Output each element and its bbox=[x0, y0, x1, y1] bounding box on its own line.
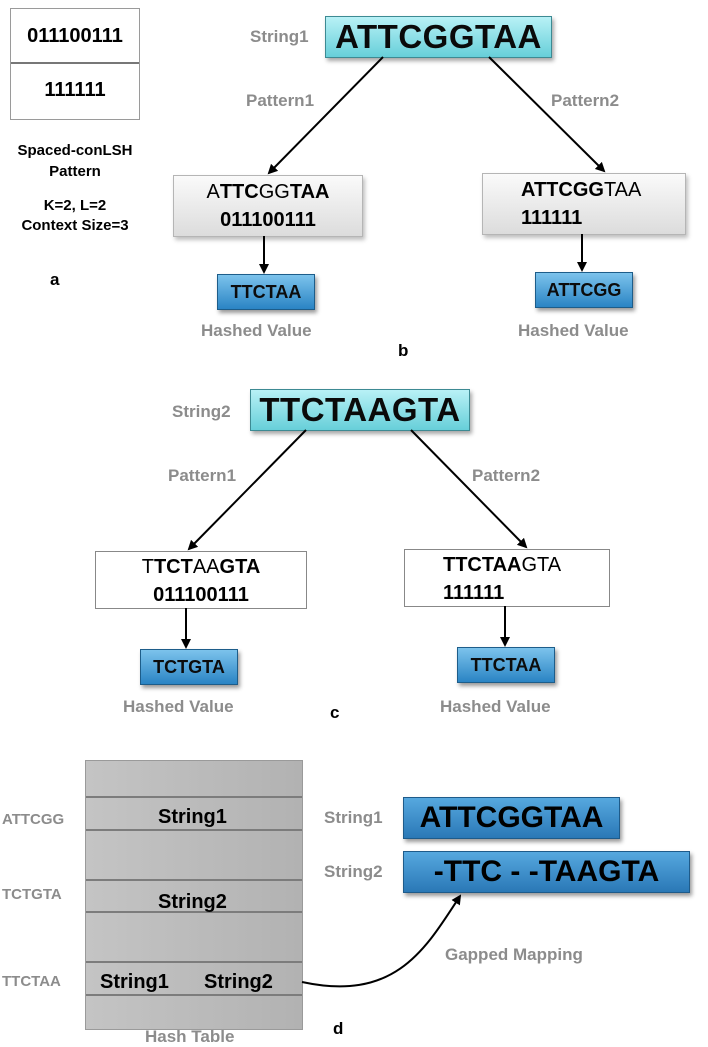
spaced-pattern-box: 011100111 111111 bbox=[10, 8, 140, 120]
panel-b-letter: b bbox=[398, 341, 409, 360]
hash-table-label: Hash Table bbox=[145, 1027, 235, 1046]
hash-key-label: TCTGTA bbox=[2, 886, 62, 903]
masked-bases: GTA bbox=[521, 554, 562, 576]
hash-key-label: ATTCGG bbox=[2, 811, 65, 828]
hashed-value-box-b-left: TTCTAA bbox=[217, 274, 315, 310]
aligned-string1-label: String1 bbox=[324, 808, 383, 827]
pattern1-label-c: Pattern1 bbox=[168, 466, 237, 485]
pattern-divider bbox=[11, 62, 139, 64]
pattern2-bits: 111111 bbox=[44, 79, 106, 101]
panel-d-letter: d bbox=[333, 1019, 344, 1038]
arrow-pattern1-c bbox=[187, 429, 307, 551]
pattern2-label-b: Pattern2 bbox=[551, 91, 620, 110]
pattern1-application-box-b: ATTCGGTAA 011100111 bbox=[173, 175, 363, 237]
params-line2: Context Size=3 bbox=[21, 217, 129, 234]
string2-label: String2 bbox=[172, 402, 231, 421]
selected-bases: TAA bbox=[289, 181, 330, 203]
hash-table-entry: String1 bbox=[158, 806, 227, 828]
aligned-string1-box: ATTCGGTAA bbox=[403, 797, 620, 839]
masked-bases: GG bbox=[258, 181, 290, 203]
hashed-value-label-c-right: Hashed Value bbox=[440, 697, 551, 716]
hashed-value-label-b-right: Hashed Value bbox=[518, 321, 629, 340]
hashed-value-box-b-right: ATTCGG bbox=[535, 272, 633, 308]
pattern-bits: 111111 bbox=[443, 582, 505, 604]
arrow-pattern2-b bbox=[488, 56, 606, 173]
masked-bases: T bbox=[141, 556, 154, 578]
hashed-value-box-c-left: TCTGTA bbox=[140, 649, 238, 685]
hashed-value-box-c-right: TTCTAA bbox=[457, 647, 555, 683]
hash-table: String1 String2 String1 String2 bbox=[85, 760, 303, 1030]
pattern1-label-b: Pattern1 bbox=[246, 91, 315, 110]
masked-bases: TAA bbox=[603, 179, 642, 201]
pattern1-application-box-c: TTCTAAGTA 011100111 bbox=[95, 551, 307, 609]
selected-bases: TTCTAA bbox=[443, 554, 522, 576]
masked-bases: A bbox=[206, 181, 220, 203]
hash-table-entry: String2 bbox=[204, 971, 273, 993]
arrow-pattern2-c bbox=[410, 429, 528, 549]
pattern-title-line1: Spaced-conLSH bbox=[17, 142, 133, 159]
hash-table-entry: String1 bbox=[100, 971, 169, 993]
string1-label: String1 bbox=[250, 27, 309, 46]
pattern-title-line2: Pattern bbox=[49, 163, 101, 180]
aligned-string2-label: String2 bbox=[324, 862, 383, 881]
arrow-gapped-mapping bbox=[301, 894, 462, 988]
params-line1: K=2, L=2 bbox=[43, 197, 107, 214]
aligned-string2-box: -TTC - -TAAGTA bbox=[403, 851, 690, 893]
selected-bases: TTC bbox=[219, 181, 259, 203]
masked-sequence: TTCTAAGTA bbox=[96, 556, 306, 579]
masked-bases: AA bbox=[192, 556, 220, 578]
masked-sequence: ATTCGGTAA bbox=[174, 181, 362, 204]
selected-bases: TCT bbox=[153, 556, 193, 578]
selected-bases: ATTCGG bbox=[521, 179, 604, 201]
hash-key-label: TTCTAA bbox=[2, 973, 61, 990]
masked-sequence: TTCTAAGTA bbox=[405, 554, 647, 577]
hashed-value-label-b-left: Hashed Value bbox=[201, 321, 312, 340]
selected-bases: GTA bbox=[219, 556, 261, 578]
hashed-value-label-c-left: Hashed Value bbox=[123, 697, 234, 716]
pattern-bits: 011100111 bbox=[153, 584, 249, 606]
pattern2-application-box-c: TTCTAAGTA 111111 bbox=[404, 549, 610, 607]
pattern1-bits: 011100111 bbox=[27, 25, 123, 47]
string1-box: ATTCGGTAA bbox=[325, 16, 552, 58]
hash-table-entry: String2 bbox=[158, 891, 227, 913]
pattern-bits: 011100111 bbox=[220, 209, 316, 231]
pattern2-label-c: Pattern2 bbox=[472, 466, 541, 485]
string2-box: TTCTAAGTA bbox=[250, 389, 470, 431]
panel-c-letter: c bbox=[330, 703, 340, 722]
masked-sequence: ATTCGGTAA bbox=[483, 179, 708, 202]
pattern-bits: 111111 bbox=[521, 207, 583, 229]
panel-a-letter: a bbox=[50, 270, 60, 289]
arrow-pattern1-b bbox=[267, 56, 384, 175]
pattern2-application-box-b: ATTCGGTAA 111111 bbox=[482, 173, 686, 235]
gapped-mapping-label: Gapped Mapping bbox=[445, 945, 583, 964]
